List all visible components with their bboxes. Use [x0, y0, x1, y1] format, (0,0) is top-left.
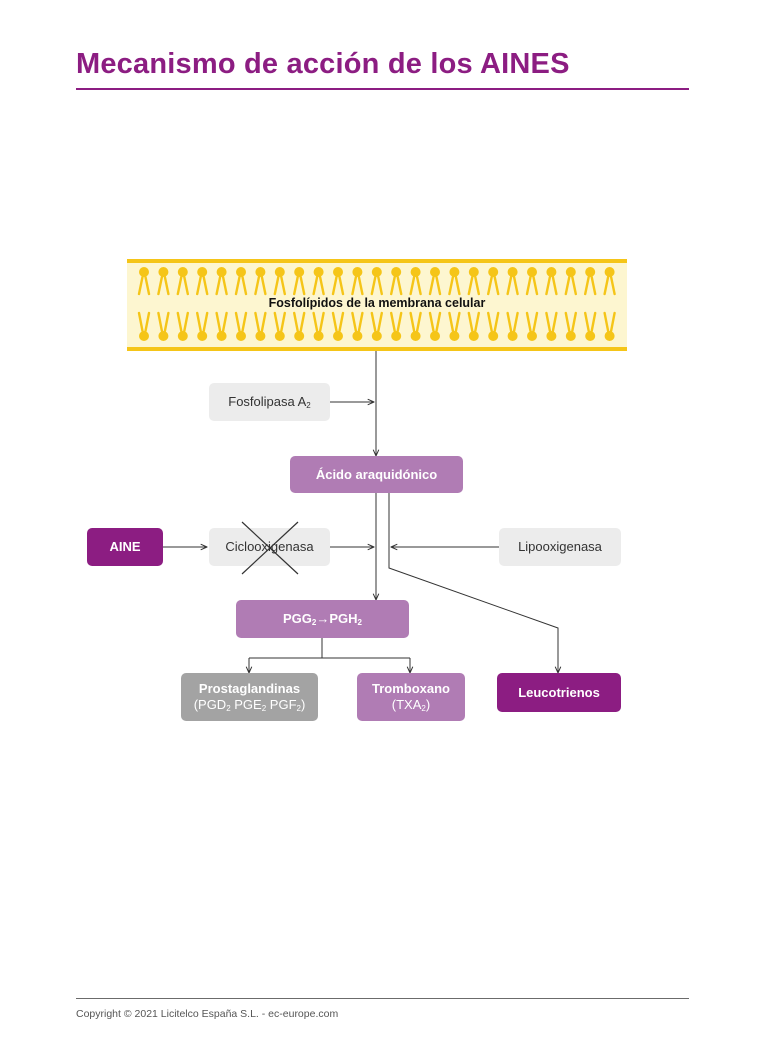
phospholipid-bottom: [196, 311, 209, 341]
prostaglandinas-detail: (PGD2 PGE2 PGF2): [193, 697, 306, 713]
phospholipid-top: [312, 267, 325, 296]
phospholipid-bottom: [176, 311, 189, 341]
prostaglandinas-title: Prostaglandinas: [198, 681, 301, 696]
box-prostaglandinas: Prostaglandinas (PGD2 PGE2 PGF2): [181, 673, 318, 721]
phospholipid-top: [467, 267, 480, 296]
box-acido-araquidonico: Ácido araquidónico: [290, 456, 463, 493]
phospholipid-top: [564, 267, 577, 296]
lipid-row-top: [137, 267, 616, 296]
phospholipid-bottom: [603, 311, 616, 341]
pgg-pgh-label: PGG2→PGH2: [283, 611, 362, 627]
phospholipid-bottom: [545, 311, 558, 341]
tromboxano-title: Tromboxano: [371, 681, 450, 696]
cell-membrane: [127, 259, 627, 351]
phospholipid-bottom: [215, 311, 228, 341]
phospholipid-top: [545, 267, 558, 296]
connectors: [163, 351, 558, 673]
phospholipid-bottom: [390, 311, 403, 341]
box-aine: AINE: [87, 528, 163, 566]
phospholipid-bottom: [409, 311, 422, 341]
phospholipid-top: [215, 267, 228, 296]
tromboxano-detail: (TXA2): [391, 697, 431, 713]
leucotrienos-label: Leucotrienos: [518, 684, 600, 700]
phospholipid-bottom: [293, 311, 306, 341]
fosfolipasa-label: Fosfolipasa A2: [228, 394, 311, 410]
phospholipid-bottom: [506, 311, 519, 341]
phospholipid-top: [506, 267, 519, 296]
phospholipid-bottom: [487, 311, 500, 341]
line-acido-to-leucotrienos: [388, 493, 558, 673]
phospholipid-bottom: [254, 311, 267, 341]
box-ciclooxigenasa: Ciclooxigenasa: [209, 521, 330, 575]
box-leucotrienos: Leucotrienos: [497, 673, 621, 712]
phospholipid-top: [351, 267, 364, 296]
phospholipid-top: [137, 267, 151, 296]
lipooxigenasa-label: Lipooxigenasa: [518, 539, 602, 554]
phospholipid-top: [157, 267, 170, 296]
title-underline: [76, 88, 689, 90]
membrane-bottom-line: [127, 347, 627, 351]
phospholipid-bottom: [351, 311, 364, 341]
page-title: Mecanismo de acción de los AINES: [76, 48, 570, 80]
phospholipid-top: [196, 267, 209, 296]
phospholipid-top: [409, 267, 422, 296]
phospholipid-top: [584, 267, 597, 296]
box-pgg-pgh: PGG2→PGH2: [236, 600, 409, 638]
phospholipid-top: [331, 267, 345, 296]
membrane-label: Fosfolípidos de la membrana celular: [268, 296, 486, 310]
phospholipid-top: [487, 267, 500, 296]
phospholipid-bottom: [331, 311, 345, 341]
phospholipid-top: [448, 267, 461, 296]
phospholipid-top: [176, 267, 189, 296]
phospholipid-bottom: [564, 311, 577, 341]
phospholipid-bottom: [370, 311, 383, 341]
phospholipid-bottom: [273, 311, 286, 341]
box-lipooxigenasa: Lipooxigenasa: [499, 528, 621, 566]
acido-label: Ácido araquidónico: [315, 466, 438, 482]
lipid-row-bottom: [137, 311, 616, 341]
ciclooxigenasa-label: Ciclooxigenasa: [225, 539, 314, 554]
phospholipid-top: [293, 267, 306, 296]
phospholipid-top: [428, 267, 442, 296]
inhibition-cross-icon: [241, 521, 299, 575]
phospholipid-bottom: [467, 311, 480, 341]
phospholipid-bottom: [448, 311, 461, 341]
box-fosfolipasa: Fosfolipasa A2: [209, 383, 330, 421]
phospholipid-bottom: [584, 311, 597, 341]
phospholipid-top: [390, 267, 403, 296]
phospholipid-bottom: [428, 311, 442, 341]
phospholipid-top: [603, 267, 616, 296]
phospholipid-top: [254, 267, 267, 296]
phospholipid-bottom: [137, 311, 151, 341]
phospholipid-bottom: [157, 311, 170, 341]
phospholipid-bottom: [234, 311, 248, 341]
box-tromboxano: Tromboxano (TXA2): [357, 673, 465, 721]
membrane-top-line: [127, 259, 627, 263]
phospholipid-top: [370, 267, 383, 296]
phospholipid-bottom: [525, 311, 539, 341]
phospholipid-top: [525, 267, 539, 296]
aine-label: AINE: [109, 539, 141, 554]
phospholipid-top: [273, 267, 286, 296]
phospholipid-bottom: [312, 311, 325, 341]
footer-copyright: Copyright © 2021 Licitelco España S.L. -…: [76, 1008, 339, 1020]
phospholipid-top: [234, 267, 248, 296]
footer-divider: [76, 998, 689, 999]
